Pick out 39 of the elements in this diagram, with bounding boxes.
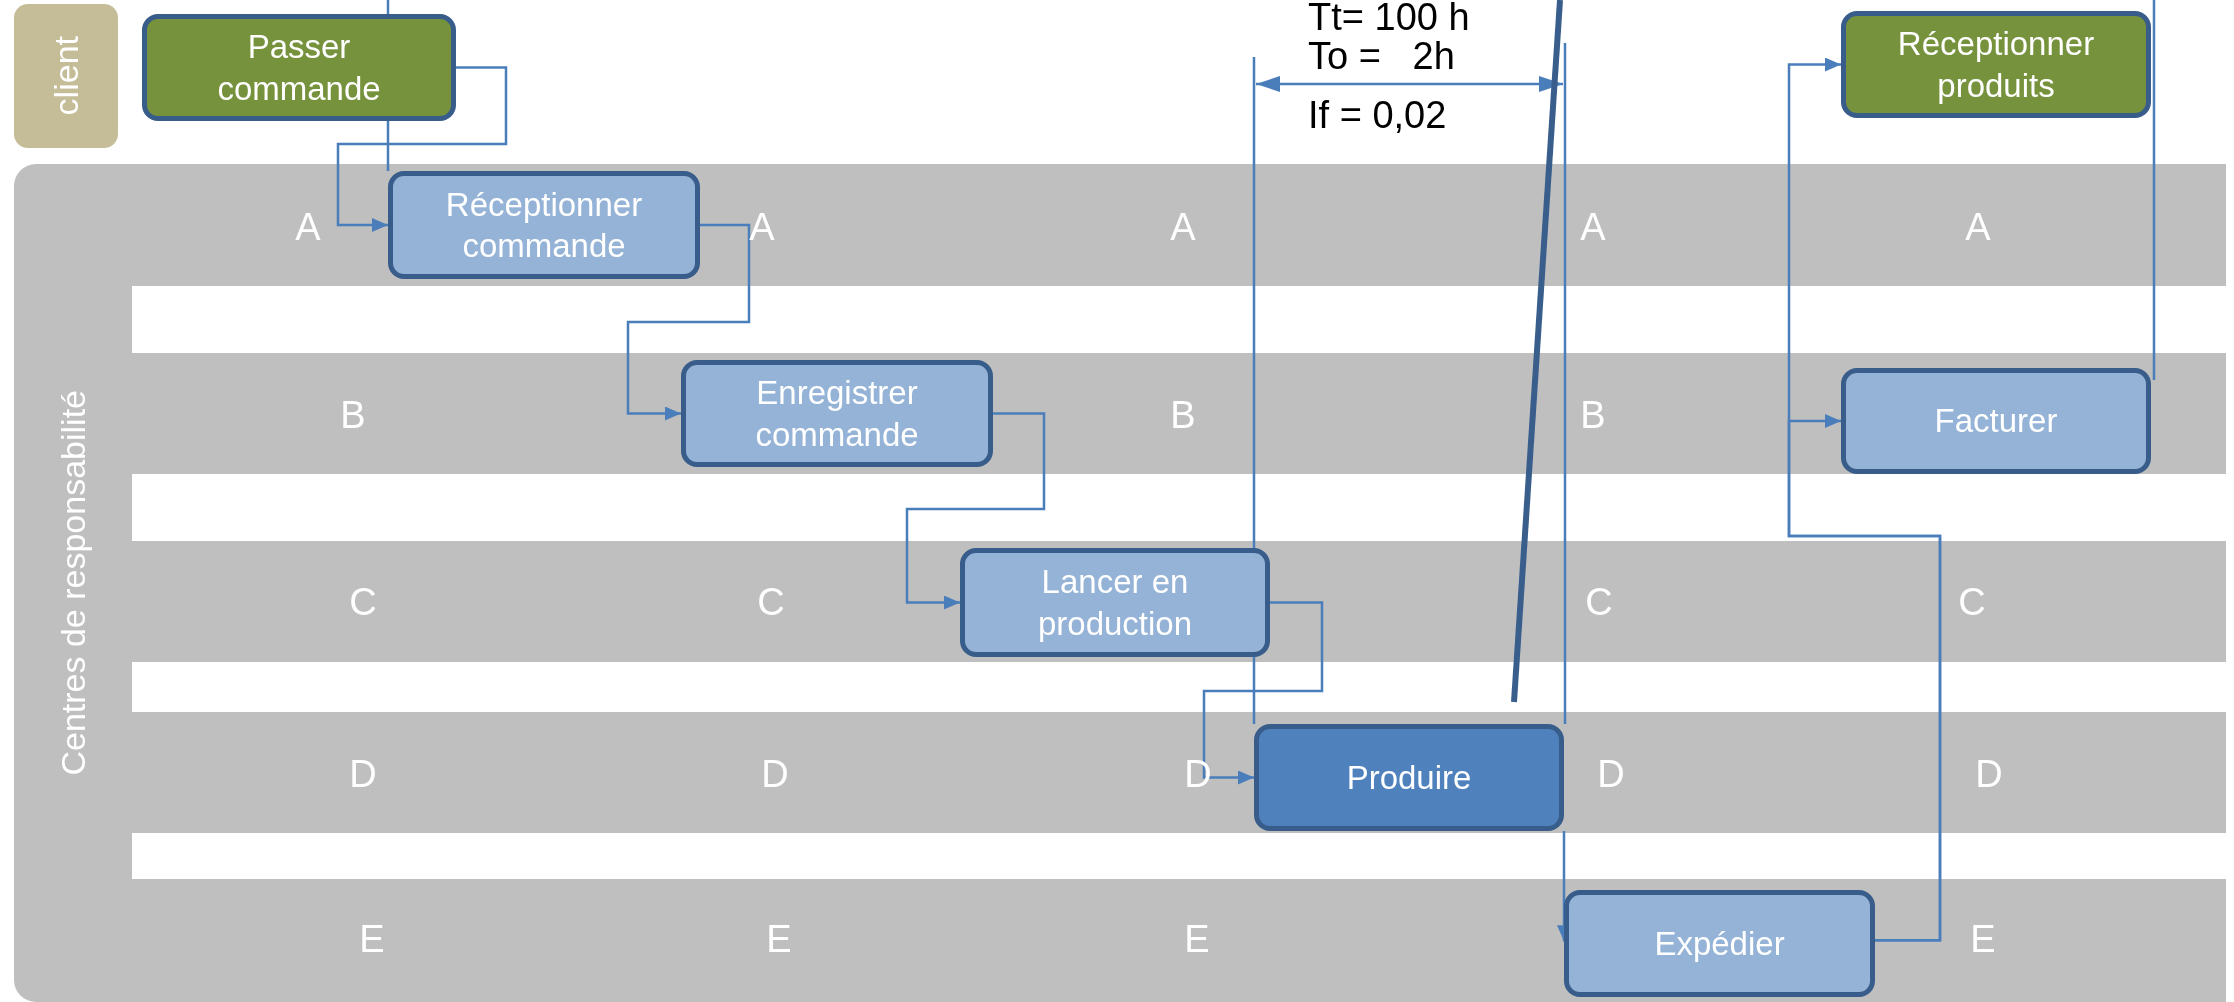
lane-letter: C	[757, 582, 785, 624]
lane-letter: A	[749, 207, 775, 249]
lane-letter: A	[1170, 207, 1196, 249]
connector-arrow	[336, 66, 508, 232]
lane-letter: A	[1580, 207, 1606, 249]
lane-letter: B	[1580, 395, 1606, 437]
lane-letter: B	[340, 395, 366, 437]
lane-letter: B	[1170, 395, 1196, 437]
connector-arrow	[626, 223, 751, 421]
lane-header: client	[14, 4, 118, 148]
connector-arrow	[1787, 57, 1942, 942]
lane-letter: D	[761, 754, 789, 796]
lane-letter: D	[1975, 754, 2003, 796]
process-box: Lancer en production	[960, 548, 1270, 657]
process-box: Passer commande	[142, 14, 456, 121]
process-box: Expédier	[1564, 890, 1875, 997]
dimension-text: Tt= 100 h	[1308, 0, 1470, 39]
process-box: Facturer	[1841, 368, 2151, 474]
lane-letter: E	[1970, 919, 1996, 961]
dimension-text: If = 0,02	[1308, 95, 1447, 137]
lane-letter: A	[1965, 207, 1991, 249]
lane-letter: D	[1597, 754, 1625, 796]
lane-letter: A	[295, 207, 321, 249]
connector-arrow	[905, 412, 1046, 610]
process-box: Réceptionner produits	[1841, 11, 2151, 118]
lane-letter: E	[1184, 919, 1210, 961]
dimension-text: To = 2h	[1308, 36, 1455, 78]
lane-letter: C	[1958, 582, 1986, 624]
lane-letter: E	[359, 919, 385, 961]
connector-arrow	[1202, 601, 1324, 785]
lane-header: Centres de responsabilité	[14, 164, 132, 1002]
lane-letter: D	[349, 754, 377, 796]
lane-letter: E	[766, 919, 792, 961]
lane-letter: C	[1585, 582, 1613, 624]
process-box: Réceptionner commande	[388, 171, 700, 279]
lane-letter: C	[349, 582, 377, 624]
process-box: Produire	[1254, 724, 1564, 831]
lane-letter: D	[1184, 754, 1212, 796]
process-box: Enregistrer commande	[681, 360, 993, 467]
